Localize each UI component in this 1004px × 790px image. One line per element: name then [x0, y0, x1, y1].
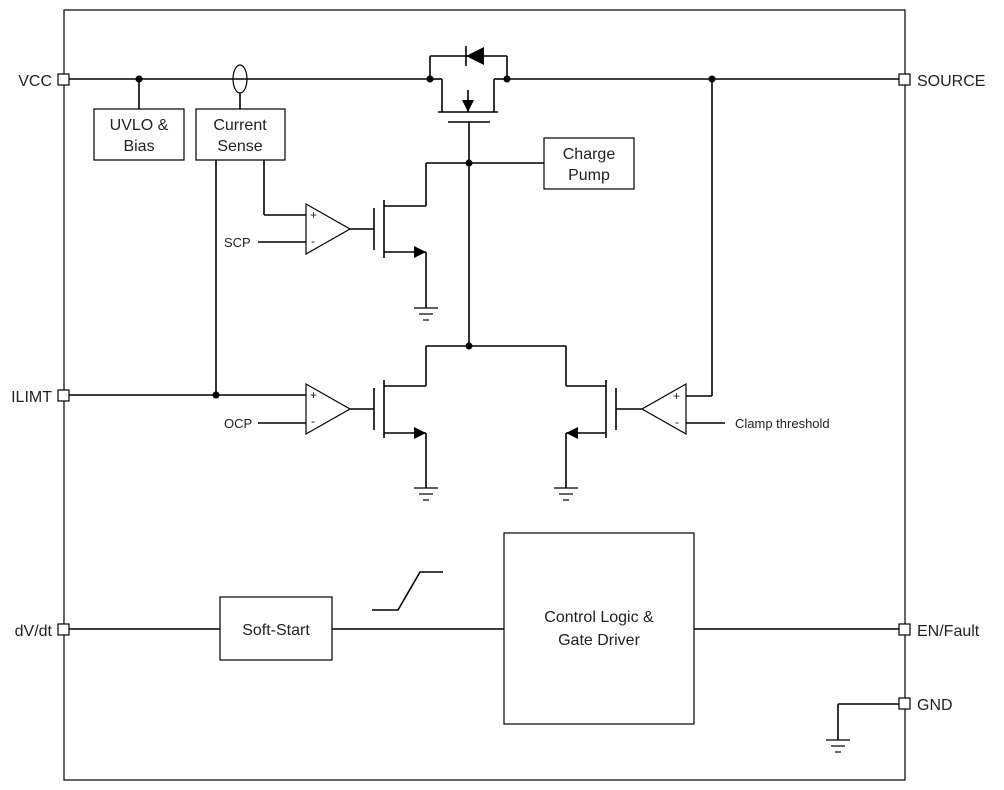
ocp-comparator: + - OCP — [69, 160, 374, 436]
gnd-connection — [825, 703, 899, 753]
ocp-pulldown-fet — [373, 345, 566, 501]
pin-dvdt: dV/dt — [15, 623, 70, 640]
uvlo-label-line1: UVLO & — [110, 117, 169, 134]
clamp-comparator: + - Clamp threshold — [616, 79, 830, 436]
charge-pump-label-line1: Charge — [563, 146, 616, 163]
scp-label: SCP — [224, 235, 251, 250]
control-logic-label-line2: Gate Driver — [558, 632, 640, 649]
vcc-rail — [69, 75, 899, 83]
scp-minus-sign: - — [311, 234, 315, 248]
power-mosfet — [429, 46, 508, 163]
charge-pump-block: Charge Pump — [465, 137, 635, 190]
scp-pulldown-fet — [373, 162, 469, 321]
pin-ilimt-label: ILIMT — [11, 389, 52, 406]
pin-dvdt-label: dV/dt — [15, 623, 53, 640]
uvlo-bias-block: UVLO & Bias — [93, 79, 185, 161]
pin-en-fault-label: EN/Fault — [917, 623, 980, 640]
control-logic-label-line1: Control Logic & — [544, 609, 654, 626]
scp-plus-sign: + — [310, 208, 317, 222]
current-sense-label-line1: Current — [213, 117, 267, 134]
ocp-plus-sign: + — [310, 388, 317, 402]
gate-node — [465, 163, 473, 350]
charge-pump-label-line2: Pump — [568, 167, 610, 184]
clamp-plus-sign: + — [673, 389, 680, 403]
current-sense-block: Current Sense — [195, 93, 286, 161]
current-sense-label-line2: Sense — [217, 138, 262, 155]
control-logic-block: Control Logic & Gate Driver — [503, 532, 899, 725]
soft-start-block: Soft-Start — [69, 596, 504, 661]
pin-ilimt: ILIMT — [11, 389, 70, 406]
soft-start-label: Soft-Start — [242, 622, 310, 639]
pin-vcc-label: VCC — [18, 73, 52, 90]
clamp-threshold-label: Clamp threshold — [735, 416, 830, 431]
pin-en-fault: EN/Fault — [898, 623, 980, 640]
pin-gnd: GND — [898, 697, 953, 714]
pin-source: SOURCE — [898, 73, 985, 90]
scp-comparator: + - SCP — [224, 160, 374, 256]
pin-source-label: SOURCE — [917, 73, 985, 90]
ocp-minus-sign: - — [311, 414, 315, 428]
ocp-label: OCP — [224, 416, 252, 431]
ramp-icon — [372, 571, 443, 611]
pin-vcc: VCC — [18, 73, 70, 90]
clamp-pulldown-fet — [553, 346, 617, 501]
uvlo-label-line2: Bias — [123, 138, 154, 155]
pin-gnd-label: GND — [917, 697, 953, 714]
clamp-minus-sign: - — [675, 415, 679, 429]
